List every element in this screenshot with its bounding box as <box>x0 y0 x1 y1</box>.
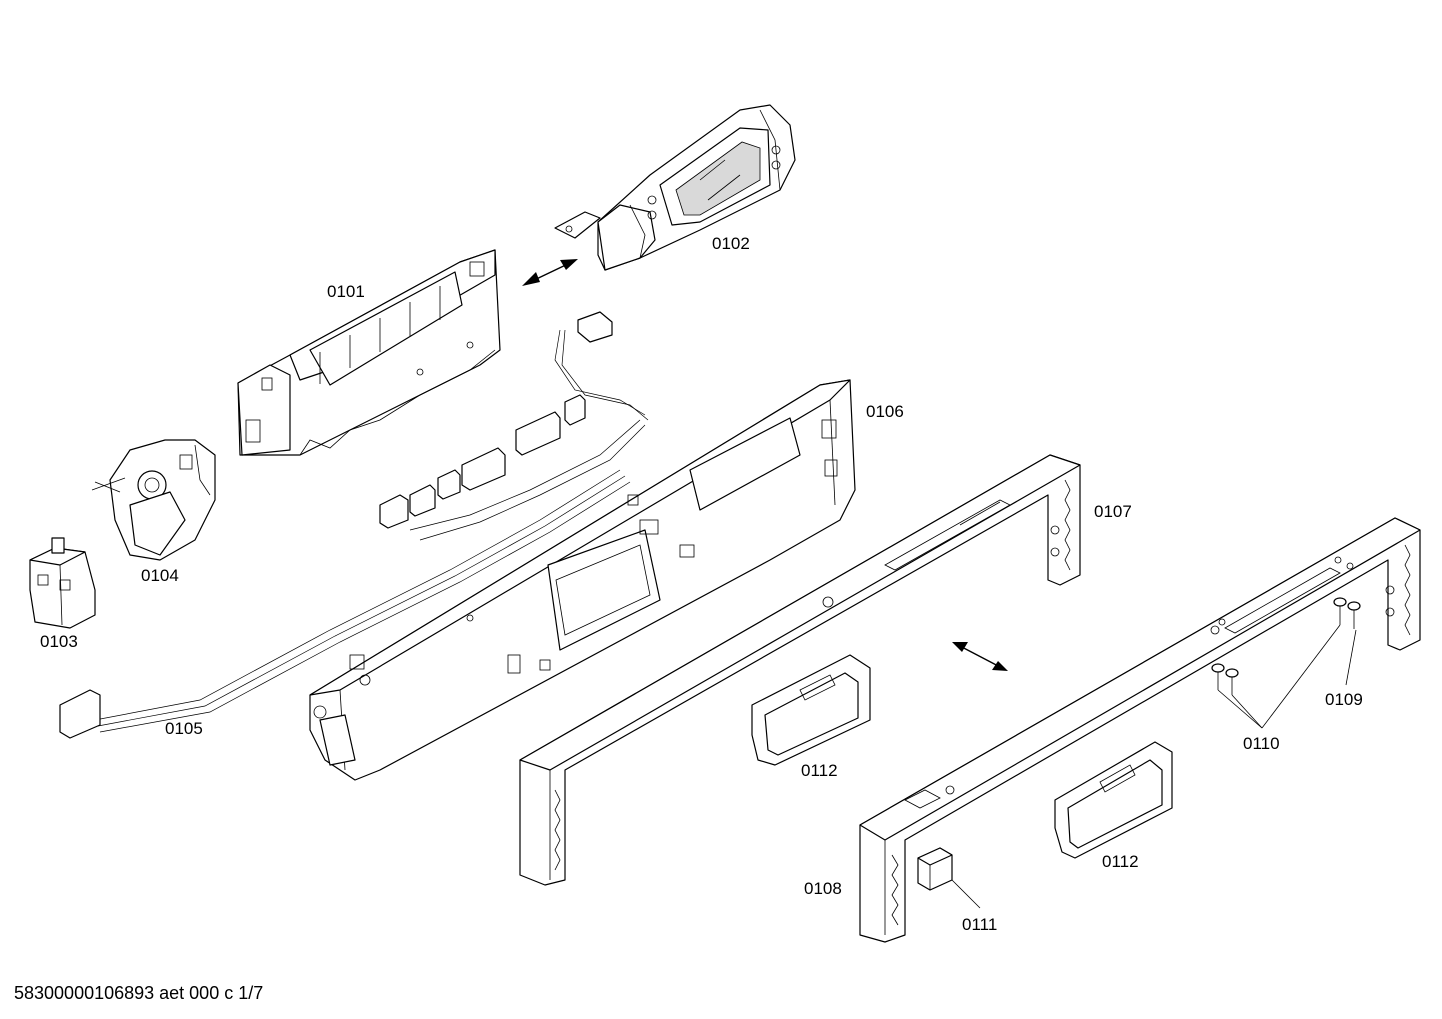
label-0111[interactable]: 0111 <box>962 915 998 934</box>
label-0107[interactable]: 0107 <box>1094 502 1132 521</box>
label-0104[interactable]: 0104 <box>141 566 179 585</box>
label-0106[interactable]: 0106 <box>866 402 904 421</box>
label-0103[interactable]: 0103 <box>40 632 78 651</box>
part-0101-drawing[interactable] <box>237 249 501 456</box>
label-0110[interactable]: 0110 <box>1243 734 1280 753</box>
part-0108-drawing[interactable] <box>859 517 1421 943</box>
part-0112-lower-drawing[interactable] <box>1054 741 1173 859</box>
label-0112-upper[interactable]: 0112 <box>801 761 838 780</box>
label-0108[interactable]: 0108 <box>804 879 842 898</box>
part-0111-drawing[interactable] <box>917 847 981 909</box>
label-0105[interactable]: 0105 <box>165 719 203 738</box>
label-0109[interactable]: 0109 <box>1325 690 1363 709</box>
part-0105-drawing[interactable] <box>59 311 649 739</box>
part-0112-upper-drawing[interactable] <box>751 654 871 766</box>
drawing-reference-footer: 58300000106893 aet 000 c 1/7 <box>14 983 264 1003</box>
label-0112-lower[interactable]: 0112 <box>1102 852 1139 871</box>
part-0109-drawing[interactable] <box>1261 597 1361 729</box>
assembly-arrow-top <box>522 259 578 286</box>
part-0103-drawing[interactable] <box>29 537 96 629</box>
label-0101[interactable]: 0101 <box>327 282 365 301</box>
assembly-arrow-middle <box>952 642 1008 671</box>
part-0106-drawing[interactable] <box>309 379 856 781</box>
part-0102-drawing[interactable] <box>554 104 796 271</box>
part-0107-drawing[interactable] <box>519 454 1081 886</box>
label-0102[interactable]: 0102 <box>712 234 750 253</box>
part-0110-drawing[interactable] <box>1211 663 1263 729</box>
part-0104-drawing[interactable] <box>91 439 216 561</box>
